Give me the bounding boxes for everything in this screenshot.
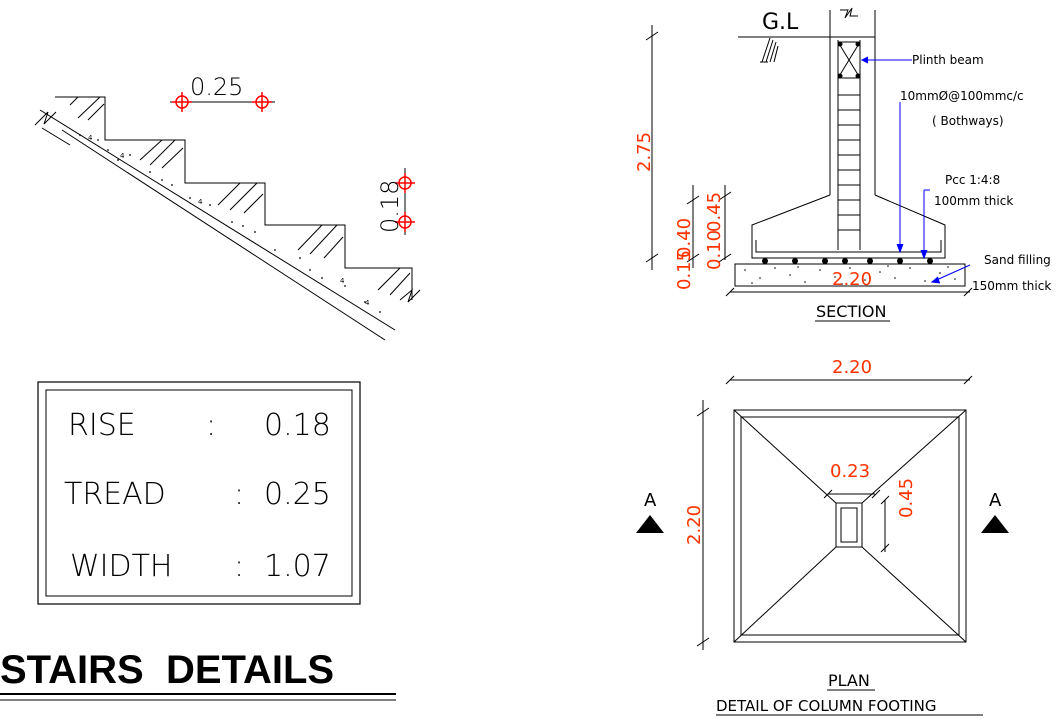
pcc-thickness-label: 100mm thick — [934, 194, 1013, 208]
rebar-dots — [762, 41, 933, 264]
stair-data-table: RISE : 0.18 TREAD : 0.25 WIDTH : 1.07 — [37, 381, 361, 605]
section-marker-label: A — [989, 490, 1002, 511]
stairs-title-block: STAIRS DETAILS — [0, 648, 396, 701]
rise-dimension: 0.18 — [376, 168, 415, 235]
dimension-0-45: 0.45 — [704, 192, 725, 232]
width-separator: : — [234, 549, 244, 584]
tread-separator: : — [234, 477, 244, 512]
column-depth-dimension: 0.45 — [896, 478, 917, 518]
dimension-0-15: 0.15 — [674, 250, 695, 290]
stairs-title: STAIRS DETAILS — [0, 648, 334, 692]
tread-dimension: 0.25 — [170, 73, 275, 112]
sand-thickness-label: 150mm thick — [972, 279, 1051, 293]
plinth-beam-label: Plinth beam — [912, 53, 984, 67]
section-marker-label: A — [644, 490, 657, 511]
rise-value: 0.18 — [264, 408, 331, 443]
sand-filling-label: Sand filling — [984, 253, 1051, 267]
section-marker-right: A — [981, 490, 1009, 533]
rise-label: RISE — [68, 408, 136, 443]
dimension-0-40: 0.40 — [674, 218, 695, 258]
sand-dots — [744, 265, 956, 285]
svg-text:4: 4 — [198, 198, 203, 206]
rise-separator: : — [206, 408, 216, 443]
tread-value: 0.25 — [264, 477, 331, 512]
bothways-label: ( Bothways) — [932, 114, 1004, 128]
svg-text:4: 4 — [88, 134, 93, 142]
svg-text:4: 4 — [340, 277, 345, 285]
target-marker-icon — [395, 212, 415, 232]
section-arrow-icon — [636, 515, 664, 533]
plan-left-dimension: 2.20 — [684, 505, 705, 545]
section-arrow-icon — [981, 515, 1009, 533]
width-label: WIDTH — [70, 549, 173, 584]
section-marker-left: A — [636, 490, 664, 533]
target-marker-icon — [395, 173, 415, 193]
footing-plan — [696, 400, 967, 650]
rebar-label: 10mmØ@100mmc/c — [900, 89, 1024, 103]
rise-dimension-label: 0.18 — [376, 180, 404, 233]
section-width-dimension: 2.20 — [832, 269, 872, 290]
section-dimension-lines — [645, 25, 973, 385]
leaders — [860, 56, 971, 284]
tread-label: TREAD — [64, 477, 166, 512]
footing-detail-caption: DETAIL OF COLUMN FOOTING — [716, 697, 937, 715]
ground-hatch-icon — [760, 37, 779, 63]
stair-section: 4 4 4 4 4 — [34, 96, 421, 341]
svg-text:4: 4 — [120, 152, 125, 160]
svg-text:4: 4 — [365, 299, 370, 307]
pcc-label: Pcc 1:4:8 — [945, 173, 1000, 187]
column-width-dimension: 0.23 — [830, 461, 870, 482]
target-marker-icon — [172, 92, 192, 112]
plan-caption: PLAN — [828, 671, 870, 690]
tread-dimension-label: 0.25 — [190, 73, 243, 101]
section-caption: SECTION — [816, 302, 887, 321]
ground-level-label: G.L — [762, 10, 799, 35]
dimension-2-75: 2.75 — [634, 132, 655, 172]
plan-top-dimension: 2.20 — [832, 357, 872, 378]
footing-section — [734, 7, 966, 287]
target-marker-icon — [252, 92, 272, 112]
width-value: 1.07 — [264, 549, 331, 584]
dimension-0-10: 0.10 — [704, 230, 725, 270]
